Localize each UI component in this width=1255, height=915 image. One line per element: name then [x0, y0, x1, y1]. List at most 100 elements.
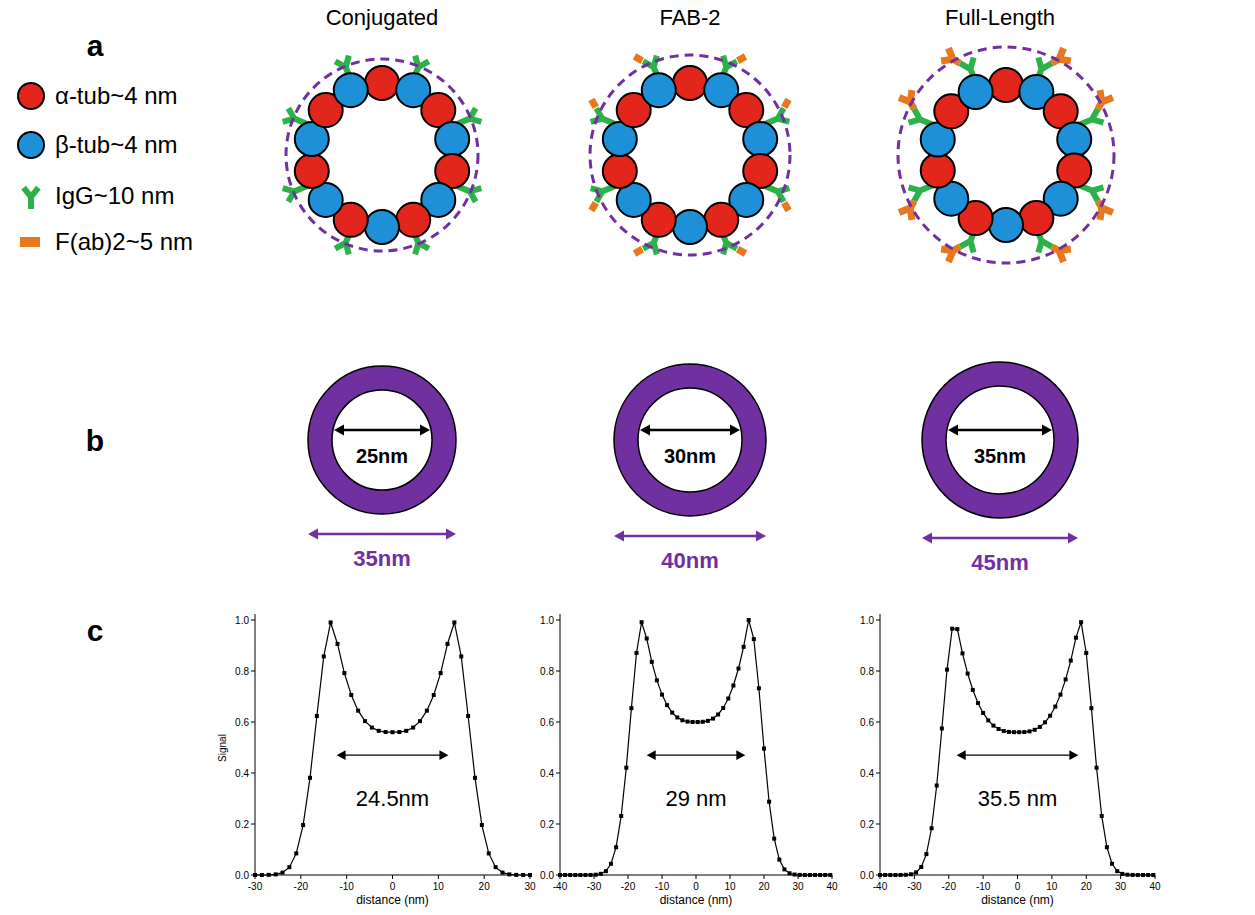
column-heading: Conjugated	[326, 6, 439, 30]
tick	[438, 875, 439, 879]
data-point	[1069, 659, 1073, 663]
data-point	[1002, 729, 1006, 733]
panel-letter: b	[86, 424, 104, 457]
data-point	[828, 873, 832, 877]
data-point	[991, 724, 995, 728]
data-point	[604, 869, 608, 873]
data-point	[772, 837, 776, 841]
data-point	[808, 873, 812, 877]
data-point	[930, 826, 934, 830]
dimension-line	[344, 755, 441, 756]
data-point	[813, 873, 817, 877]
data-point	[584, 873, 588, 877]
data-point	[1074, 636, 1078, 640]
igg-antibody	[457, 186, 481, 202]
data-point	[1136, 873, 1140, 877]
data-point	[1105, 845, 1109, 849]
plot-label: 0.4	[860, 768, 874, 779]
data-point	[924, 852, 928, 856]
data-point	[909, 872, 913, 876]
data-point	[624, 766, 628, 770]
profile-plot	[251, 614, 532, 879]
dimension-line	[622, 535, 758, 538]
plot-label: 10	[433, 881, 444, 892]
labelled-annulus: 25nm35nm	[272, 350, 492, 600]
plot-label: -40	[873, 881, 887, 892]
plot-label: distance (nm)	[660, 894, 733, 907]
data-point	[940, 726, 944, 730]
data-point	[1141, 873, 1145, 877]
data-point	[1048, 714, 1052, 718]
arrow-head	[337, 750, 346, 760]
data-point	[899, 873, 903, 877]
y-axis	[560, 614, 561, 875]
fab2-fragment	[591, 203, 595, 211]
data-point	[599, 872, 603, 876]
data-point	[904, 873, 908, 877]
dimension-line	[316, 533, 448, 536]
igg-antibody	[909, 109, 933, 125]
data-point	[893, 873, 897, 877]
plot-label: 1.0	[540, 615, 554, 626]
data-point	[1079, 620, 1083, 624]
data-point	[945, 668, 949, 672]
tick	[300, 875, 301, 879]
plot-label: 20	[758, 881, 769, 892]
igg-antibody	[1079, 109, 1103, 125]
data-point	[609, 862, 613, 866]
plot-label: 20	[1081, 881, 1092, 892]
signal-curve	[880, 622, 1153, 875]
plot-label: 29 nm	[665, 786, 726, 810]
arrow-head	[439, 750, 448, 760]
tick	[1017, 875, 1018, 879]
data-point	[747, 618, 751, 622]
signal-curve	[255, 622, 530, 875]
data-point	[706, 719, 710, 723]
arrow-head	[1068, 533, 1078, 544]
data-point	[823, 873, 827, 877]
beta-tubulin	[334, 73, 368, 107]
tick	[876, 722, 880, 723]
tick	[556, 620, 560, 621]
data-point	[558, 873, 562, 877]
tick	[556, 824, 560, 825]
plot-label: 24.5nm	[356, 786, 429, 810]
data-point	[363, 719, 367, 723]
plot-label: 0.0	[540, 870, 554, 881]
data-point	[752, 637, 756, 641]
label-envelope	[898, 47, 1114, 263]
data-point	[452, 620, 456, 624]
plot-label: 0	[390, 881, 396, 892]
data-point	[665, 703, 669, 707]
data-point	[782, 867, 786, 871]
data-point	[950, 627, 954, 631]
tick	[876, 824, 880, 825]
full-length-antibody	[899, 201, 914, 220]
data-point	[1053, 705, 1057, 709]
profile-plot	[876, 614, 1155, 879]
data-point	[594, 873, 598, 877]
plot-label: 0.2	[235, 819, 249, 830]
igg-antibody	[909, 185, 933, 201]
microtubule-cross-section	[898, 47, 1114, 263]
data-point	[568, 873, 572, 877]
data-point	[731, 684, 735, 688]
fab2-fragment	[634, 249, 642, 253]
data-point	[439, 671, 443, 675]
legend-swatch	[16, 181, 46, 211]
data-point	[737, 667, 741, 671]
data-point	[418, 719, 422, 723]
tick	[696, 875, 697, 879]
arrow-head	[308, 529, 318, 540]
data-point	[961, 651, 965, 655]
arrow-head	[614, 531, 624, 542]
arrow-head	[756, 531, 766, 542]
arrow-head	[647, 750, 656, 760]
tick	[730, 875, 731, 879]
data-point	[1089, 706, 1093, 710]
data-point	[1007, 730, 1011, 734]
plot-label: -10	[976, 881, 990, 892]
data-point	[762, 747, 766, 751]
labelled-annulus: 35nm45nm	[890, 350, 1110, 600]
